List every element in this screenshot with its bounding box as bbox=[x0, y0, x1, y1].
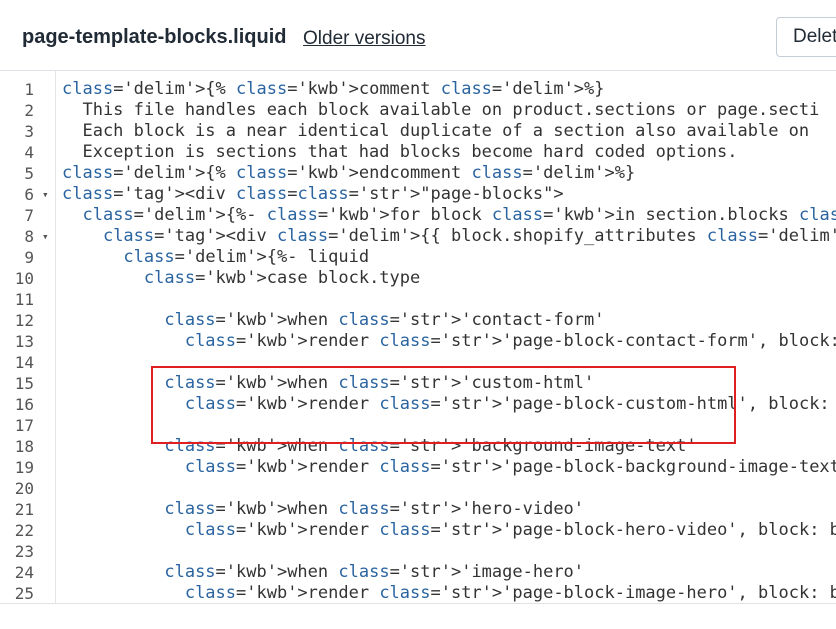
code-line[interactable]: 15 class='kwb'>when class='str'>'custom-… bbox=[0, 373, 836, 394]
file-name: page-template-blocks.liquid bbox=[22, 26, 287, 48]
code-line[interactable]: 22 class='kwb'>render class='str'>'page-… bbox=[0, 520, 836, 541]
code-text: class='kwb'>render class='str'>'page-blo… bbox=[184, 583, 836, 603]
code-text: class='kwb'>render class='str'>'page-blo… bbox=[184, 457, 836, 477]
line-number: 2 bbox=[24, 101, 34, 120]
code-text: class='kwb'>when class='str'>'background… bbox=[164, 436, 697, 456]
line-number: 11 bbox=[14, 290, 34, 309]
line-number: 5 bbox=[24, 164, 34, 183]
line-number: 23 bbox=[14, 542, 34, 561]
code-line[interactable]: 7 class='delim'>{%- class='kwb'>for bloc… bbox=[0, 205, 836, 226]
line-number: 20 bbox=[14, 479, 34, 498]
line-number: 25 bbox=[14, 584, 34, 603]
line-number: 22 bbox=[14, 521, 34, 540]
highlight-annotation-box bbox=[151, 366, 736, 444]
code-text: class='delim'>{%- class='kwb'>for block … bbox=[82, 205, 836, 225]
line-number: 15 bbox=[14, 374, 34, 393]
code-line[interactable]: 10 class='kwb'>case block.type bbox=[0, 268, 836, 289]
fold-arrow-icon[interactable]: ▾ bbox=[42, 188, 49, 201]
code-line[interactable]: 5 class='delim'>{% class='kwb'>endcomment… bbox=[0, 163, 836, 184]
line-number: 3 bbox=[24, 122, 34, 141]
code-line[interactable]: 8 ▾ class='tag'><div class='delim'>{{ blo… bbox=[0, 226, 836, 247]
older-versions-link[interactable]: Older versions bbox=[303, 28, 426, 49]
line-number: 7 bbox=[24, 206, 34, 225]
code-line[interactable]: 6 ▾ class='tag'><div class=class='str'>"pa… bbox=[0, 184, 836, 205]
delete-button[interactable]: Delete bbox=[776, 17, 836, 57]
code-line[interactable]: 24 class='kwb'>when class='str'>'image-h… bbox=[0, 562, 836, 583]
line-number: 21 bbox=[14, 500, 34, 519]
code-text: class='tag'><div class='delim'>{{ block.… bbox=[102, 226, 836, 246]
editor-header: page-template-blocks.liquid Older versio… bbox=[0, 0, 836, 71]
code-text: This file handles each block available o… bbox=[62, 100, 820, 120]
code-text: class='kwb'>when class='str'>'image-hero… bbox=[164, 562, 585, 582]
code-text: class='kwb'>when class='str'>'contact-fo… bbox=[164, 310, 605, 330]
code-line[interactable]: 12 class='kwb'>when class='str'>'contact… bbox=[0, 310, 836, 331]
line-number: 18 bbox=[14, 437, 34, 456]
code-text: class='kwb'>render class='str'>'page-blo… bbox=[184, 520, 836, 540]
code-line[interactable]: 19 class='kwb'>render class='str'>'page-… bbox=[0, 457, 836, 478]
line-number: 1 bbox=[24, 80, 34, 99]
code-line[interactable]: 3 Each block is a near identical duplica… bbox=[0, 121, 836, 142]
code-text: class='kwb'>render class='str'>'page-blo… bbox=[184, 331, 836, 351]
code-line[interactable]: 16 class='kwb'>render class='str'>'page-… bbox=[0, 394, 836, 415]
code-line[interactable]: 18 class='kwb'>when class='str'>'backgro… bbox=[0, 436, 836, 457]
line-number-gutter bbox=[0, 71, 56, 603]
code-text: class='kwb'>when class='str'>'custom-htm… bbox=[164, 373, 595, 393]
code-text: Each block is a near identical duplicate… bbox=[62, 121, 810, 141]
code-text: class='kwb'>render class='str'>'page-blo… bbox=[184, 394, 830, 414]
code-line[interactable]: 20 bbox=[0, 478, 836, 499]
code-line[interactable]: 21 class='kwb'>when class='str'>'hero-vi… bbox=[0, 499, 836, 520]
code-text: Exception is sections that had blocks be… bbox=[62, 142, 738, 162]
code-line[interactable]: 4 Exception is sections that had blocks … bbox=[0, 142, 836, 163]
line-number: 16 bbox=[14, 395, 34, 414]
line-number: 6 bbox=[24, 185, 34, 204]
line-number: 9 bbox=[24, 248, 34, 267]
code-line[interactable]: 25 class='kwb'>render class='str'>'page-… bbox=[0, 583, 836, 603]
line-number: 14 bbox=[14, 353, 34, 372]
line-number: 8 bbox=[24, 227, 34, 246]
horizontal-scrollbar[interactable] bbox=[0, 603, 836, 629]
code-text: class='delim'>{% class='kwb'>endcomment … bbox=[62, 163, 636, 183]
code-line[interactable]: 14 bbox=[0, 352, 836, 373]
line-number: 17 bbox=[14, 416, 34, 435]
code-text: class='kwb'>case block.type bbox=[143, 268, 421, 288]
code-line[interactable]: 23 bbox=[0, 541, 836, 562]
code-text: class='delim'>{% class='kwb'>comment cla… bbox=[62, 79, 605, 99]
code-line[interactable]: 11 bbox=[0, 289, 836, 310]
code-text: class='delim'>{%- liquid bbox=[123, 247, 370, 267]
code-line[interactable]: 13 class='kwb'>render class='str'>'page-… bbox=[0, 331, 836, 352]
code-line[interactable]: 1 class='delim'>{% class='kwb'>comment cl… bbox=[0, 79, 836, 100]
line-number: 24 bbox=[14, 563, 34, 582]
code-line[interactable]: 9 class='delim'>{%- liquid bbox=[0, 247, 836, 268]
line-number: 12 bbox=[14, 311, 34, 330]
line-number: 13 bbox=[14, 332, 34, 351]
code-text: class='tag'><div class=class='str'>"page… bbox=[62, 184, 564, 204]
line-number: 10 bbox=[14, 269, 34, 288]
code-line[interactable]: 17 bbox=[0, 415, 836, 436]
line-number: 4 bbox=[24, 143, 34, 162]
code-line[interactable]: 2 This file handles each block available… bbox=[0, 100, 836, 121]
fold-arrow-icon[interactable]: ▾ bbox=[42, 230, 49, 243]
line-number: 19 bbox=[14, 458, 34, 477]
code-editor[interactable]: 1 class='delim'>{% class='kwb'>comment cl… bbox=[0, 71, 836, 603]
code-text: class='kwb'>when class='str'>'hero-video… bbox=[164, 499, 585, 519]
